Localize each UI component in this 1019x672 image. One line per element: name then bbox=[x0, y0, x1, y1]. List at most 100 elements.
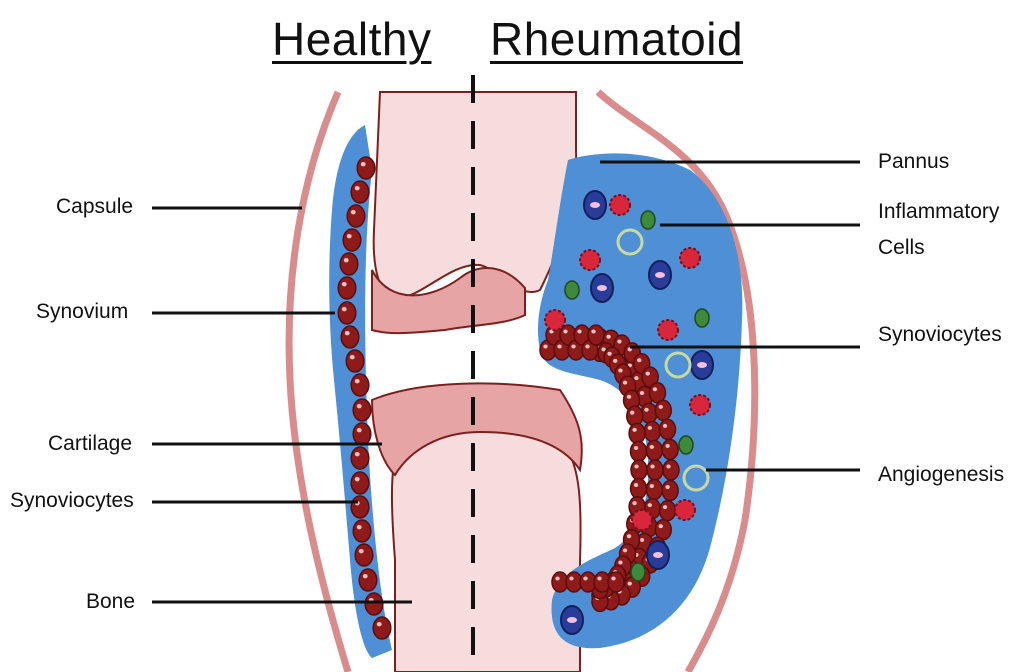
rheumatoid-synoviocyte bbox=[631, 479, 647, 499]
cell-highlight bbox=[613, 359, 617, 363]
cell-highlight bbox=[363, 574, 368, 578]
cell-nucleus bbox=[590, 202, 600, 208]
cell-highlight bbox=[355, 477, 360, 481]
cell-highlight bbox=[630, 411, 634, 415]
cell-highlight bbox=[607, 352, 611, 356]
label-angiogenesis: Angiogenesis bbox=[878, 461, 1004, 489]
rheumatoid-synoviocyte bbox=[647, 460, 663, 480]
cell-highlight bbox=[585, 345, 589, 349]
rheumatoid-synoviocyte bbox=[629, 423, 645, 443]
label-capsule: Capsule bbox=[56, 193, 133, 221]
cell-highlight bbox=[577, 330, 581, 334]
cell-highlight bbox=[634, 465, 638, 469]
cell-nucleus bbox=[653, 552, 663, 558]
inflammatory-cell-spiky bbox=[675, 500, 695, 520]
cell-highlight bbox=[618, 560, 622, 564]
healthy-synoviocyte bbox=[365, 593, 383, 615]
label-inflammatory-line1: Inflammatory bbox=[878, 198, 999, 226]
cell-highlight bbox=[666, 465, 670, 469]
cell-highlight bbox=[355, 379, 360, 383]
cell-highlight bbox=[606, 335, 610, 339]
inflammatory-cell-green bbox=[641, 211, 655, 229]
cell-highlight bbox=[627, 395, 631, 399]
rheumatoid-synoviocyte bbox=[662, 481, 678, 501]
healthy-synoviocyte bbox=[351, 374, 369, 396]
inflammatory-cell-green bbox=[695, 309, 709, 327]
rheumatoid-synoviocyte bbox=[631, 441, 647, 461]
cell-highlight bbox=[650, 445, 654, 449]
cell-highlight bbox=[653, 387, 657, 391]
healthy-synoviocyte bbox=[340, 253, 358, 275]
cell-highlight bbox=[569, 577, 573, 581]
cell-highlight bbox=[583, 577, 587, 581]
healthy-synoviocyte bbox=[353, 399, 371, 421]
rheumatoid-synoviocyte bbox=[646, 440, 662, 460]
cell-highlight bbox=[663, 424, 667, 428]
inflammatory-cell-green bbox=[565, 281, 579, 299]
cell-highlight bbox=[342, 282, 347, 286]
cell-highlight bbox=[591, 330, 595, 334]
cell-highlight bbox=[357, 525, 362, 529]
healthy-synoviocyte bbox=[353, 520, 371, 542]
cell-highlight bbox=[659, 524, 663, 528]
cell-highlight bbox=[611, 577, 615, 581]
cell-highlight bbox=[351, 210, 356, 214]
rheumatoid-synoviocyte bbox=[663, 460, 679, 480]
healthy-synoviocyte bbox=[351, 472, 369, 494]
label-cartilage: Cartilage bbox=[48, 430, 132, 458]
cell-highlight bbox=[355, 186, 360, 190]
healthy-synoviocyte bbox=[341, 326, 359, 348]
cell-highlight bbox=[648, 426, 652, 430]
healthy-synoviocyte bbox=[338, 302, 356, 324]
cell-highlight bbox=[644, 408, 648, 412]
rheumatoid-synoviocyte bbox=[608, 572, 624, 592]
healthy-synoviocyte bbox=[351, 181, 369, 203]
rheumatoid-synoviocyte bbox=[646, 480, 662, 500]
cell-nucleus bbox=[697, 362, 707, 368]
cell-nucleus bbox=[567, 617, 577, 623]
rheumatoid-synoviocyte bbox=[641, 403, 657, 423]
cell-highlight bbox=[342, 307, 347, 311]
cell-highlight bbox=[357, 404, 362, 408]
cell-highlight bbox=[359, 549, 364, 553]
cell-highlight bbox=[347, 234, 352, 238]
inflammatory-cell-spiky bbox=[658, 320, 678, 340]
cell-highlight bbox=[623, 548, 627, 552]
cell-highlight bbox=[557, 345, 561, 349]
lower-bone bbox=[392, 426, 581, 672]
healthy-synoviocyte bbox=[338, 277, 356, 299]
cell-highlight bbox=[646, 372, 650, 376]
inflammatory-cell-spiky bbox=[545, 310, 565, 330]
label-inflammatory-line2: Cells bbox=[878, 234, 925, 262]
cell-highlight bbox=[563, 330, 567, 334]
rheumatoid-synoviocyte bbox=[644, 421, 660, 441]
inflammatory-cell-spiky bbox=[580, 250, 600, 270]
cell-highlight bbox=[597, 577, 601, 581]
cell-highlight bbox=[628, 582, 632, 586]
inflammatory-cell-green bbox=[679, 436, 693, 454]
rheumatoid-synoviocyte bbox=[631, 460, 647, 480]
label-bone: Bone bbox=[86, 588, 135, 616]
healthy-synoviocyte bbox=[359, 569, 377, 591]
healthy-synoviocyte bbox=[351, 496, 369, 518]
rheumatoid-synoviocyte bbox=[660, 501, 676, 521]
inflammatory-cell-spiky bbox=[632, 510, 652, 530]
inflammatory-cell-green bbox=[631, 563, 645, 581]
label-synoviocytes-right: Synoviocytes bbox=[878, 321, 1002, 349]
healthy-synoviocyte bbox=[357, 157, 375, 179]
cell-nucleus bbox=[597, 285, 607, 291]
healthy-synoviocyte bbox=[353, 423, 371, 445]
inflammatory-cell-spiky bbox=[610, 195, 630, 215]
cell-highlight bbox=[350, 355, 355, 359]
cell-highlight bbox=[650, 465, 654, 469]
cell-highlight bbox=[634, 483, 638, 487]
label-synoviocytes-left: Synoviocytes bbox=[10, 487, 134, 515]
cell-highlight bbox=[571, 345, 575, 349]
cell-highlight bbox=[648, 503, 652, 507]
cell-nucleus bbox=[655, 272, 665, 278]
cell-highlight bbox=[640, 538, 644, 542]
rheumatoid-synoviocyte bbox=[662, 439, 678, 459]
cell-highlight bbox=[634, 376, 638, 380]
cell-highlight bbox=[627, 534, 631, 538]
label-pannus: Pannus bbox=[878, 148, 949, 176]
